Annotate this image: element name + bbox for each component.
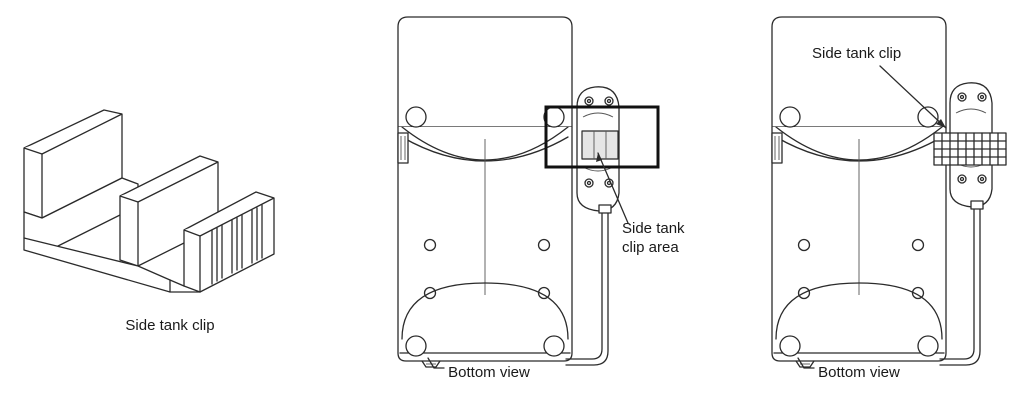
installed-clip-leader xyxy=(879,65,947,129)
clip-caption: Side tank clip xyxy=(125,317,214,334)
bottom-view-clip-area xyxy=(397,16,660,368)
clip-area-callout-line2: clip area xyxy=(622,239,679,256)
middle-caption: Bottom view xyxy=(448,364,530,381)
installed-clip-callout: Side tank clip xyxy=(812,45,901,62)
side-tank-clip-illustration xyxy=(23,109,275,293)
clip-area-leader xyxy=(597,152,629,224)
clip-area-callout-line1: Side tank xyxy=(622,220,685,237)
bottom-view-clip-installed xyxy=(771,16,1007,368)
right-caption: Bottom view xyxy=(818,364,900,381)
